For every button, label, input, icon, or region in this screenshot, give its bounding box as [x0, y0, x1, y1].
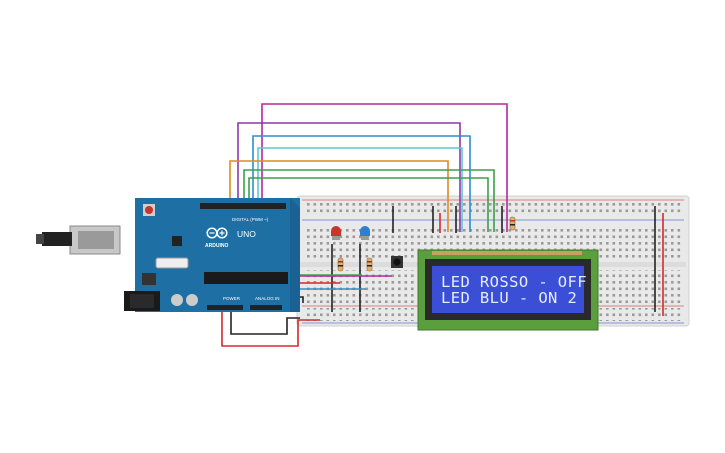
resistor-icon[interactable] [337, 257, 344, 272]
reset-button-icon[interactable] [143, 204, 155, 216]
power-jack-icon [124, 291, 160, 311]
digital-header-label: DIGITAL (PWM ~) [232, 217, 269, 222]
wire-bundle[interactable] [229, 103, 508, 232]
brand-label: ARDUINO [205, 243, 228, 249]
board-model-label: UNO [237, 229, 256, 239]
power-wires[interactable] [221, 312, 320, 347]
resistor-icon[interactable] [366, 257, 373, 272]
lcd-line-1: LED ROSSO - OFF [441, 273, 587, 291]
lcd-line-2: LED BLU - ON 2 [441, 289, 577, 307]
red-led-icon[interactable] [331, 226, 341, 240]
breadboard-jumpers[interactable] [331, 206, 664, 316]
analog-header-label: ANALOG IN [255, 296, 280, 301]
blue-led-icon[interactable] [360, 226, 370, 240]
arduino-uno-board[interactable]: DIGITAL (PWM ~) UNO ARDUINO POWER ANALOG… [36, 198, 300, 312]
power-header-label: POWER [223, 296, 241, 301]
arduino-logo [206, 227, 228, 239]
resistor-icon[interactable] [509, 216, 516, 231]
lcd-display[interactable]: LED ROSSO - OFF LED BLU - ON 2 [417, 249, 599, 331]
usb-connector-icon [36, 225, 121, 255]
push-button-icon[interactable] [391, 256, 403, 268]
